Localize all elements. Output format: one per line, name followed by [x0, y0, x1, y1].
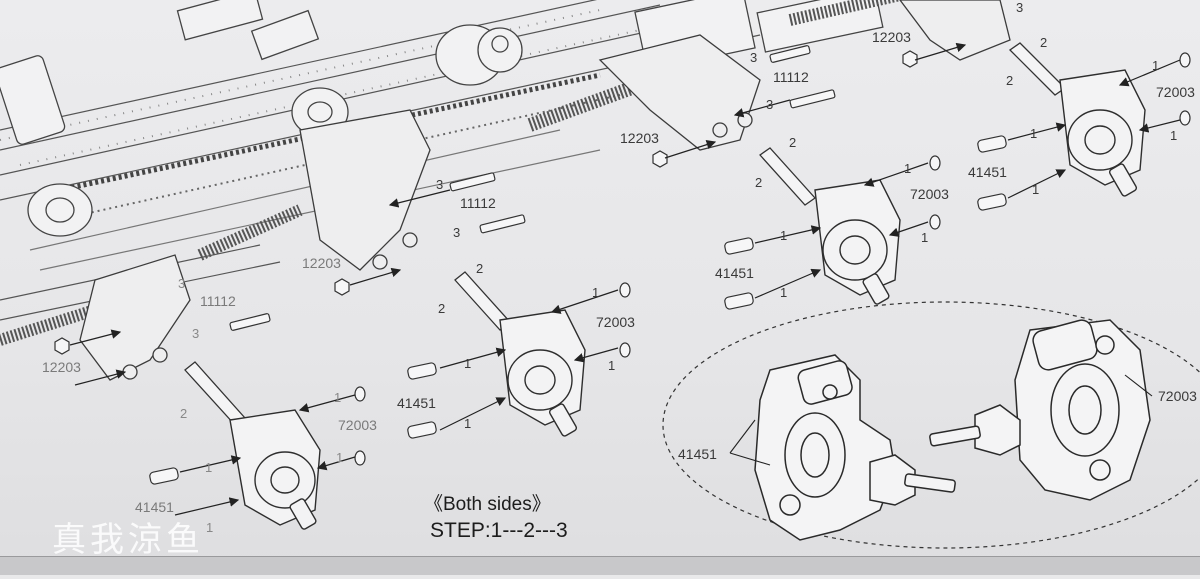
label-screw-2: 11112: [200, 293, 236, 309]
part-labels: 11112 11112 11112 12203 12203 12203 1220…: [42, 29, 1197, 515]
drive-blocks: [0, 0, 884, 237]
step-num: 1: [780, 285, 787, 300]
label-washer-3: 72003: [910, 186, 949, 202]
step-num: 3: [1016, 0, 1023, 15]
label-nut-3: 12203: [620, 130, 659, 146]
step-num: 1: [464, 416, 471, 431]
step-num: 1: [205, 460, 212, 475]
loose-hardware: [54, 45, 1191, 485]
step-num: 2: [180, 406, 187, 421]
label-pin-4: 41451: [968, 164, 1007, 180]
knuckle-front-left: [229, 409, 321, 530]
both-sides-note: 《Both sides》: [424, 494, 551, 515]
suspension-arms: [79, 0, 1011, 381]
step-num: 2: [755, 175, 762, 190]
knuckle-front-right: [499, 309, 586, 437]
assembly-arrows: [69, 42, 1181, 516]
step-num: 1: [1170, 128, 1177, 143]
knuckle-rear-right: [1059, 69, 1146, 197]
label-pin-3: 41451: [715, 265, 754, 281]
step-num: 3: [436, 177, 443, 192]
detail-knuckle-left: [754, 354, 956, 541]
label-nut-1: 12203: [302, 255, 341, 271]
detail-callout-ellipse: [662, 301, 1200, 549]
detail-knuckle-right: [929, 319, 1151, 501]
step-num: 3: [453, 225, 460, 240]
step-num: 1: [464, 356, 471, 371]
label-pin-2: 41451: [397, 395, 436, 411]
step-num: 2: [1040, 35, 1047, 50]
knuckle-assemblies: [229, 69, 1146, 530]
label-washer-2: 72003: [596, 314, 635, 330]
step-num: 3: [178, 276, 185, 291]
label-washer-detail: 72003: [1158, 388, 1197, 404]
label-pin-detail: 41451: [678, 446, 717, 462]
step-num: 2: [438, 301, 445, 316]
step-num: 2: [476, 261, 483, 276]
step-numbers: 1 1 1 1 2 3 3 1 1 1 1 2 2 3 3 1 1 1 1 2 …: [178, 0, 1177, 535]
step-num: 1: [334, 390, 341, 405]
step-num: 1: [1030, 126, 1037, 141]
step-num: 1: [921, 230, 928, 245]
label-screw-3: 11112: [773, 69, 809, 85]
label-washer-1: 72003: [338, 417, 377, 433]
step-num: 1: [592, 285, 599, 300]
step-num: 1: [608, 358, 615, 373]
step-num: 1: [780, 228, 787, 243]
detail-leaders: [729, 374, 1153, 466]
label-nut-4: 12203: [872, 29, 911, 45]
knuckle-rear-left: [814, 179, 901, 305]
step-num: 1: [904, 161, 911, 176]
step-num: 1: [336, 450, 343, 465]
step-num: 3: [766, 97, 773, 112]
shock-springs: [0, 0, 902, 346]
step-num: 2: [789, 135, 796, 150]
label-nut-2: 12203: [42, 359, 81, 375]
step-num: 2: [1006, 73, 1013, 88]
label-screw-1: 11112: [460, 195, 496, 211]
step-num: 3: [750, 50, 757, 65]
label-pin-1: 41451: [135, 499, 174, 515]
watermark: 真我涼鱼: [52, 520, 204, 560]
step-num: 1: [1152, 58, 1159, 73]
page-edge: [0, 556, 1200, 575]
step-num: 1: [1032, 182, 1039, 197]
step-num: 1: [206, 520, 213, 535]
step-sequence: STEP:1---2---3: [430, 519, 568, 542]
label-washer-4: 72003: [1156, 84, 1195, 100]
drive-shafts: [184, 42, 1067, 426]
step-num: 3: [192, 326, 199, 341]
